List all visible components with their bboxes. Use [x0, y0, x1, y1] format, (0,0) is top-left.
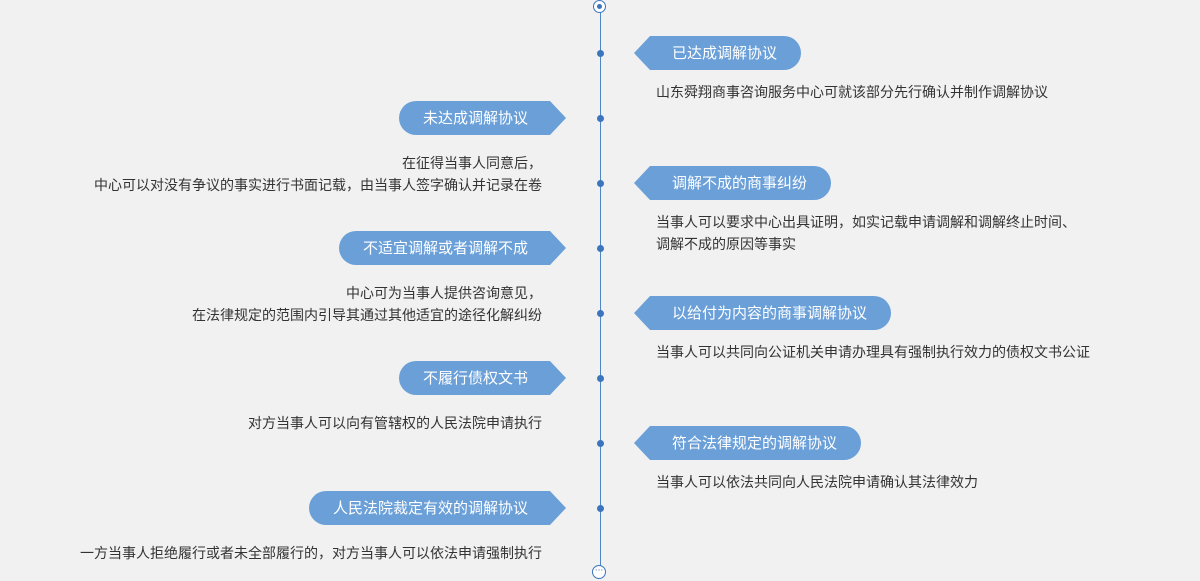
desc-mediation-failed-dispute: 当事人可以要求中心出具证明，如实记载申请调解和调解终止时间、 调解不成的原因等事…: [656, 215, 1076, 253]
timeline-axis: [600, 8, 601, 574]
timeline-dot: [597, 375, 604, 382]
ellipsis-icon[interactable]: ···: [592, 565, 606, 579]
desc-mediation-not-reached: 在征得当事人同意后， 中心可以对没有争议的事实进行书面记载，由当事人签字确认并记…: [94, 156, 542, 194]
desc-lawful-agreement: 当事人可以依法共同向人民法院申请确认其法律效力: [656, 475, 978, 491]
desc-mediation-reached: 山东舜翔商事咨询服务中心可就该部分先行确认并制作调解协议: [656, 85, 1048, 101]
timeline-dot: [597, 50, 604, 57]
tag-mediation-not-reached: 未达成调解协议: [398, 101, 567, 135]
desc-payment-agreement: 当事人可以共同向公证机关申请办理具有强制执行效力的债权文书公证: [656, 345, 1090, 361]
tag-lawful-agreement: 符合法律规定的调解协议: [633, 426, 862, 460]
timeline-dot: [597, 180, 604, 187]
timeline-start-icon: [593, 0, 606, 13]
tag-debt-document-default: 不履行债权文书: [398, 361, 567, 395]
desc-court-validated-agreement: 一方当事人拒绝履行或者未全部履行的，对方当事人可以依法申请强制执行: [80, 546, 542, 562]
tag-court-validated-agreement: 人民法院裁定有效的调解协议: [308, 491, 567, 525]
timeline-dot: [597, 505, 604, 512]
tag-payment-agreement: 以给付为内容的商事调解协议: [633, 296, 892, 330]
timeline-dot: [597, 115, 604, 122]
tag-mediation-reached: 已达成调解协议: [633, 36, 802, 70]
timeline-dot: [597, 310, 604, 317]
timeline-dot: [597, 440, 604, 447]
timeline-dot: [597, 245, 604, 252]
desc-debt-document-default: 对方当事人可以向有管辖权的人民法院申请执行: [248, 416, 542, 432]
tag-mediation-failed-dispute: 调解不成的商事纠纷: [633, 166, 832, 200]
tag-unsuitable-mediation: 不适宜调解或者调解不成: [338, 231, 567, 265]
desc-unsuitable-mediation: 中心可为当事人提供咨询意见， 在法律规定的范围内引导其通过其他适宜的途径化解纠纷: [192, 286, 542, 324]
